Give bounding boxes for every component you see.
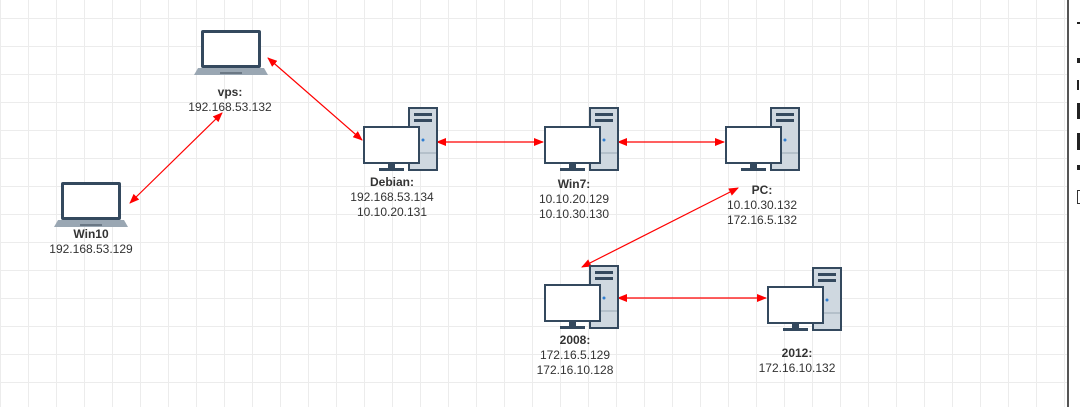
laptop-icon-vps <box>194 30 268 75</box>
node-name: 2008: <box>559 333 591 347</box>
node-name: 2012: <box>781 346 813 360</box>
node-ip: 172.16.10.132 <box>758 361 836 375</box>
edges <box>129 57 767 302</box>
node-name: PC: <box>751 183 773 197</box>
panel-glyph <box>1077 165 1080 170</box>
format-panel[interactable] <box>1067 0 1080 407</box>
laptop-icon-win10 <box>54 182 128 227</box>
node-label-debian[interactable]: Debian: 192.168.53.134 10.10.20.131 <box>350 175 433 220</box>
node-ip: 10.10.30.132 <box>726 198 798 212</box>
pc-icon-win7 <box>544 107 619 172</box>
panel-glyph <box>1077 22 1080 24</box>
pc-icon-pc <box>725 107 800 172</box>
panel-glyph <box>1077 58 1080 63</box>
node-ip: 172.16.10.128 <box>536 363 614 377</box>
node-ip: 172.16.5.132 <box>726 213 798 227</box>
node-ip: 192.168.53.134 <box>350 190 434 204</box>
panel-glyph <box>1077 133 1080 150</box>
node-name: Win7: <box>557 177 591 191</box>
node-ip: 10.10.30.130 <box>538 207 610 221</box>
node-label-2008[interactable]: 2008: 172.16.5.129 172.16.10.128 <box>537 333 614 378</box>
node-name: vps: <box>217 85 243 99</box>
node-ip: 10.10.20.129 <box>538 192 610 206</box>
node-label-win10[interactable]: Win10 192.168.53.129 <box>49 227 132 257</box>
node-ip: 192.168.53.132 <box>188 100 272 114</box>
edge-pc-2008 <box>581 187 739 268</box>
panel-checkbox[interactable] <box>1077 190 1080 204</box>
panel-glyph <box>1077 80 1079 90</box>
node-label-pc[interactable]: PC: 10.10.30.132 172.16.5.132 <box>727 183 797 228</box>
node-ip: 10.10.20.131 <box>356 205 428 219</box>
node-label-win7[interactable]: Win7: 10.10.20.129 10.10.30.130 <box>539 177 609 222</box>
pc-icon-debian <box>363 107 438 172</box>
edge-vps-debian <box>267 57 363 141</box>
edge-win10-vps <box>129 112 223 204</box>
node-label-vps[interactable]: vps: 192.168.53.132 <box>188 85 271 115</box>
pc-icon-2012 <box>767 267 842 332</box>
node-label-2012[interactable]: 2012: 172.16.10.132 <box>759 346 836 376</box>
node-ip: 172.16.5.129 <box>539 348 611 362</box>
panel-glyph <box>1077 103 1080 119</box>
node-name: Debian: <box>369 175 415 189</box>
node-ip: 192.168.53.129 <box>49 242 133 256</box>
pc-icon-2008 <box>544 265 619 330</box>
node-name: Win10 <box>73 227 109 241</box>
